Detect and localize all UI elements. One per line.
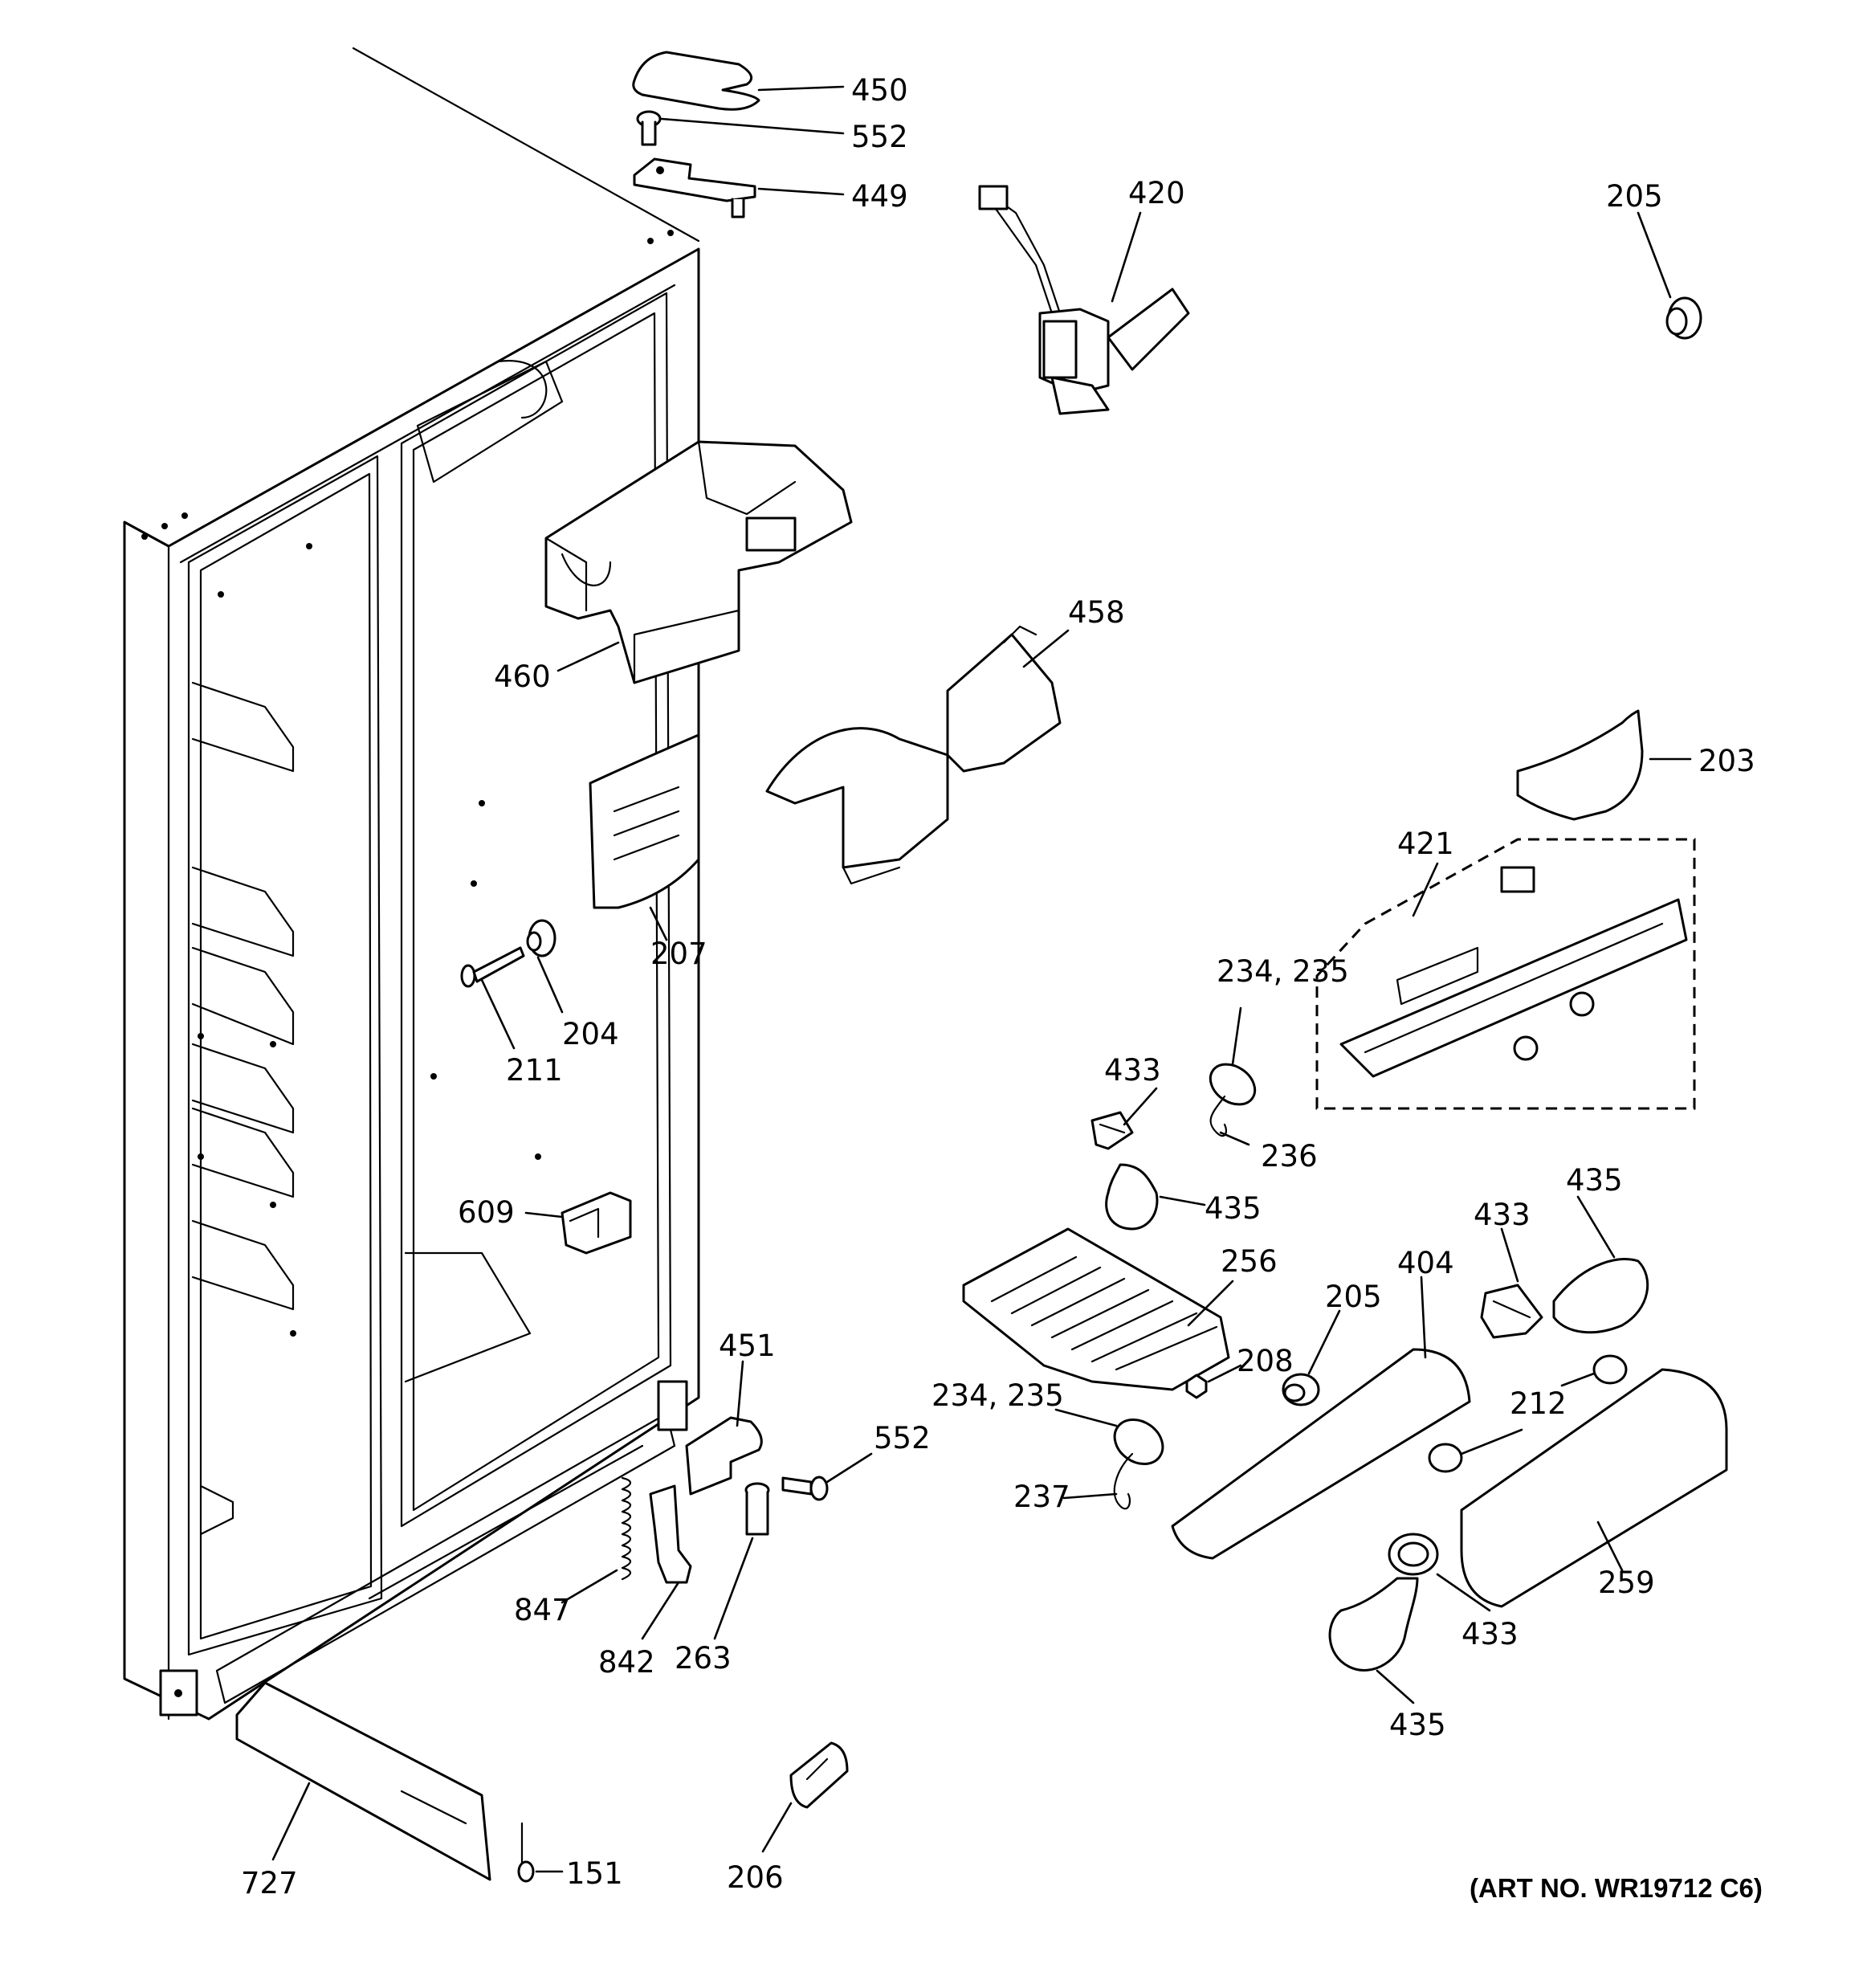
- part-458-funnel: [765, 625, 1062, 885]
- label-211: 211: [506, 1053, 563, 1088]
- label-205-lower: 205: [1325, 1280, 1382, 1314]
- part-204-spacer: [526, 919, 556, 957]
- refrigerator-cabinet: [123, 47, 700, 1721]
- label-212: 212: [1510, 1386, 1567, 1421]
- label-609: 609: [458, 1195, 515, 1230]
- part-847-spring: [621, 1476, 632, 1581]
- part-449-hinge: [633, 157, 756, 218]
- part-420-auger-motor: [978, 185, 1190, 415]
- label-259: 259: [1598, 1565, 1655, 1600]
- part-433-socket-right: [1480, 1284, 1543, 1339]
- leader-lines: [271, 85, 1692, 1873]
- label-449: 449: [851, 179, 908, 214]
- part-609-switch: [561, 1191, 632, 1255]
- part-203-cover: [1516, 709, 1644, 821]
- part-435-bulb-lower: [1328, 1577, 1419, 1672]
- part-433-socket-upper: [1090, 1111, 1134, 1150]
- label-203: 203: [1698, 744, 1755, 778]
- label-263: 263: [675, 1641, 732, 1676]
- label-151: 151: [566, 1856, 623, 1891]
- part-435-bulb-right: [1552, 1257, 1649, 1334]
- label-435-lower: 435: [1389, 1708, 1446, 1742]
- part-421-control-assembly: [1315, 838, 1696, 1110]
- label-552-lower: 552: [874, 1421, 931, 1455]
- label-433-upper: 433: [1104, 1053, 1161, 1088]
- part-552-screw-lower: [781, 1476, 829, 1501]
- label-234-235-upper: 234, 235: [1217, 954, 1349, 989]
- label-256: 256: [1221, 1244, 1278, 1279]
- label-404: 404: [1397, 1246, 1454, 1280]
- part-208-nut: [1185, 1374, 1208, 1399]
- part-435-bulb-upper: [1105, 1163, 1159, 1231]
- part-207-shield: [589, 733, 700, 909]
- label-236: 236: [1261, 1139, 1318, 1174]
- part-256-light-shield: [962, 1227, 1230, 1391]
- part-212-bushing: [1428, 1354, 1628, 1473]
- label-208: 208: [1237, 1344, 1294, 1378]
- label-435-upper: 435: [1205, 1191, 1262, 1226]
- label-450: 450: [851, 73, 908, 108]
- part-433-socket-lower: [1388, 1533, 1439, 1576]
- part-234-235-lens-lower: [1113, 1418, 1164, 1466]
- part-236-wire: [1209, 1095, 1228, 1137]
- label-433-lower: 433: [1461, 1617, 1519, 1651]
- part-450-hinge-cover: [632, 51, 760, 111]
- label-460: 460: [494, 659, 551, 694]
- part-211-screw: [460, 946, 525, 988]
- part-151-screw: [517, 1822, 535, 1883]
- callout-labels: 450 552 449 420 205 460 458 203 207 421 …: [241, 73, 1763, 1903]
- label-207: 207: [650, 937, 707, 971]
- label-206: 206: [727, 1860, 784, 1895]
- art-number: (ART NO. WR19712 C6): [1470, 1873, 1763, 1903]
- label-552-top: 552: [851, 120, 908, 154]
- part-205-bushing-lower: [1282, 1373, 1320, 1406]
- label-842: 842: [598, 1645, 655, 1680]
- label-205-top: 205: [1606, 179, 1663, 214]
- part-259-light-shield: [1460, 1368, 1728, 1608]
- part-205-bushing-top: [1665, 296, 1702, 340]
- label-847: 847: [514, 1593, 571, 1627]
- label-234-235-lower: 234, 235: [932, 1378, 1064, 1413]
- label-458: 458: [1068, 595, 1125, 630]
- part-404-light-shield: [1171, 1348, 1471, 1560]
- part-552-screw-top: [636, 110, 662, 146]
- part-727-bottom-grille: [235, 1681, 491, 1881]
- label-237: 237: [1013, 1480, 1070, 1514]
- label-420: 420: [1128, 176, 1185, 210]
- label-451: 451: [719, 1329, 776, 1363]
- part-842-cam: [649, 1484, 692, 1584]
- part-460-dispenser-housing: [544, 440, 853, 684]
- label-421: 421: [1397, 827, 1454, 861]
- label-727: 727: [241, 1866, 298, 1900]
- part-206-pad: [789, 1741, 849, 1809]
- label-433-right: 433: [1474, 1198, 1531, 1232]
- part-237-wire: [1113, 1452, 1134, 1510]
- label-435-right: 435: [1566, 1163, 1623, 1198]
- part-263-pin: [744, 1482, 770, 1536]
- label-204: 204: [562, 1017, 619, 1051]
- part-451-hinge-bracket: [685, 1416, 763, 1496]
